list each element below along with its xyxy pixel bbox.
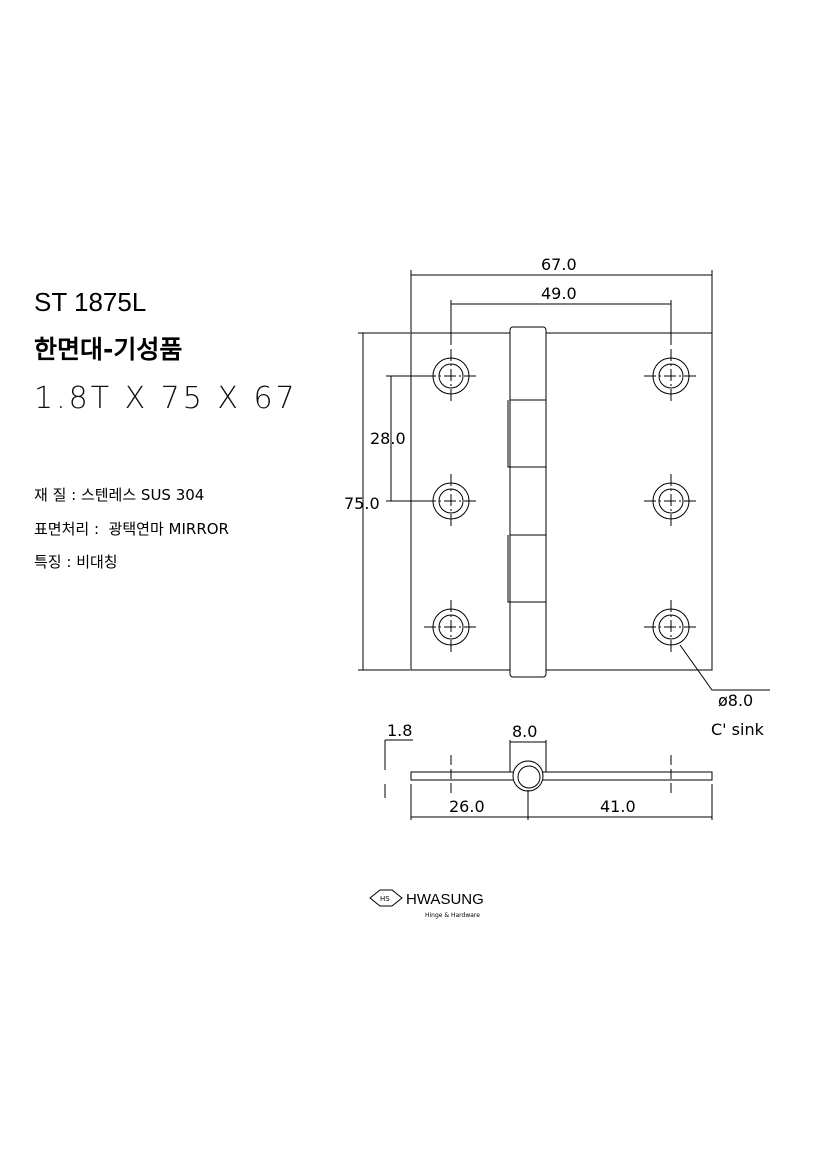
dim-overall-width: 67.0 <box>541 255 577 274</box>
screw-hole <box>424 600 478 654</box>
dim-hole-note: C' sink <box>711 720 765 739</box>
hinge-knuckle <box>509 326 547 678</box>
logo-name: HWASUNG <box>406 891 484 908</box>
screw-hole <box>644 600 698 654</box>
screw-hole <box>644 474 698 528</box>
dim-hole-spacing-x: 49.0 <box>541 284 577 303</box>
dim-thickness: 1.8 <box>387 721 412 740</box>
dimension-lines: 67.0 49.0 75.0 28.0 ø8.0 C' sink <box>344 255 770 739</box>
screw-hole <box>644 349 698 403</box>
screw-hole <box>424 349 478 403</box>
side-view: 1.8 8.0 26.0 41.0 <box>384 721 713 820</box>
dim-overall-height: 75.0 <box>344 494 380 513</box>
product-name: 한면대-기성품 <box>34 335 183 364</box>
logo-mark <box>369 889 403 907</box>
dim-right-leaf: 41.0 <box>600 797 636 816</box>
dim-left-leaf: 26.0 <box>449 797 485 816</box>
dim-knuckle-diameter: 8.0 <box>512 722 537 741</box>
screw-holes <box>424 349 698 654</box>
screw-hole <box>424 474 478 528</box>
spec-feature: 특징 : 비대칭 <box>34 553 118 571</box>
front-view <box>410 326 713 678</box>
dim-hole-diameter: ø8.0 <box>718 691 753 710</box>
product-size: 1.8T X 75 X 67 <box>34 381 298 416</box>
spec-material: 재 질 : 스텐레스 SUS 304 <box>34 486 205 504</box>
spec-finish: 표면처리 : 광택연마 MIRROR <box>34 520 229 538</box>
logo-mark-text: HS <box>380 895 390 903</box>
model-number: ST 1875L <box>34 287 147 317</box>
logo-tagline: Hinge & Hardware <box>425 912 480 919</box>
hwasung-logo: HS HWASUNG Hinge & Hardware <box>369 889 484 919</box>
dim-hole-spacing-y: 28.0 <box>370 429 406 448</box>
